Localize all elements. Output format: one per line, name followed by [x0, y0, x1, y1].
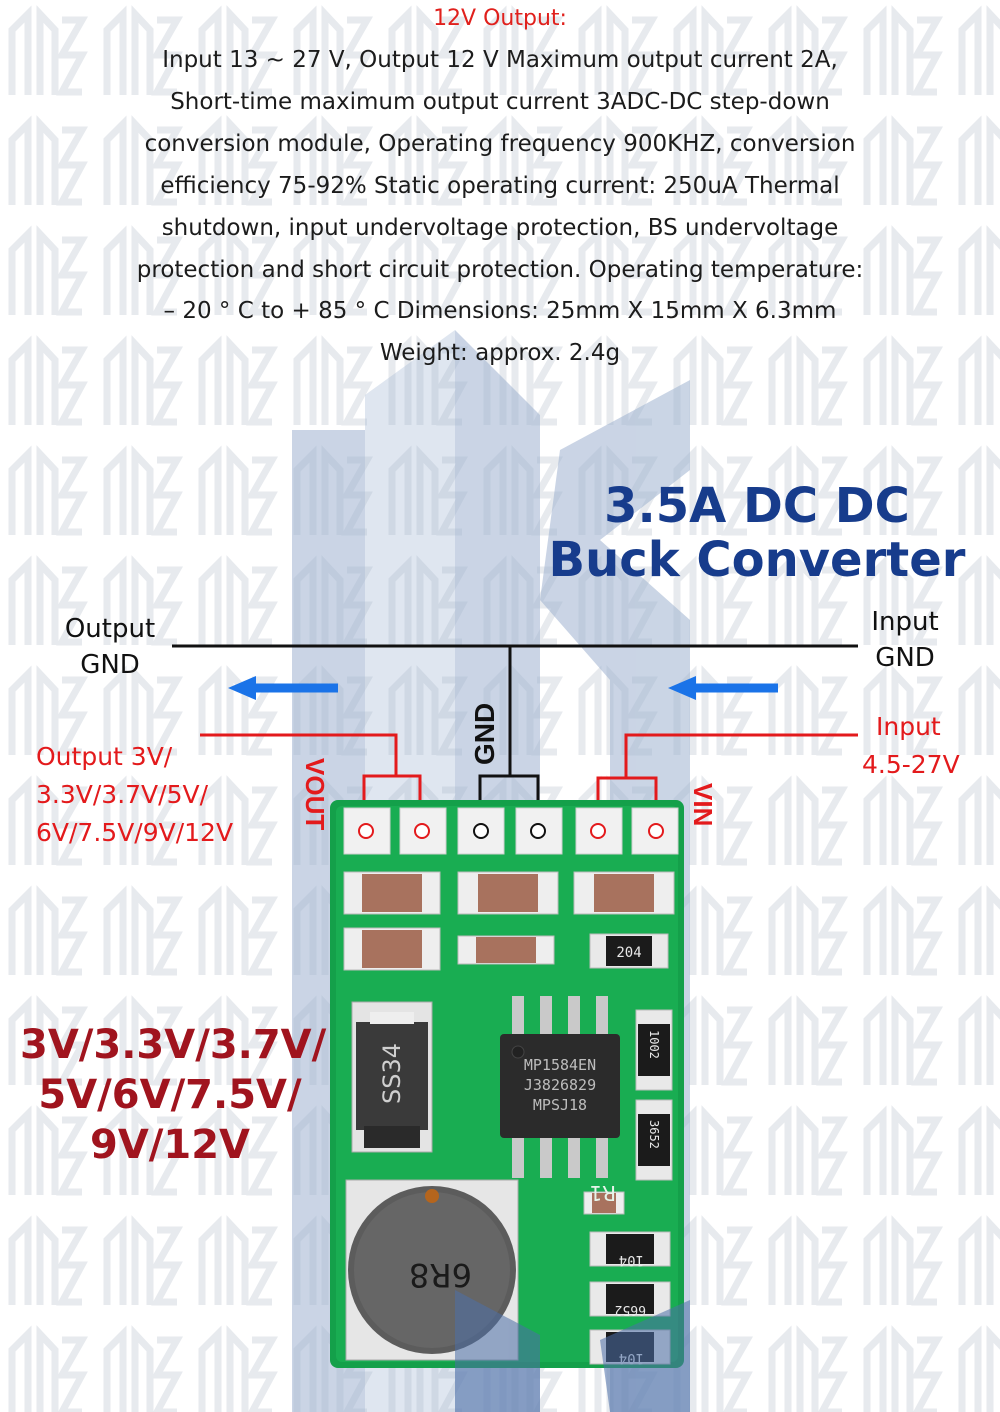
diode-marking: SS34: [378, 1043, 406, 1104]
output-voltage-label-line-2: 3.3V/3.7V/5V/: [36, 780, 208, 809]
inductor-marking: 6R8: [409, 1256, 472, 1294]
voltage-list-line-1: 3V/3.3V/3.7V/: [20, 1022, 327, 1068]
voltage-list-line-2: 5V/6V/7.5V/: [38, 1072, 302, 1118]
description-line-6: protection and short circuit protection.…: [136, 257, 864, 283]
output-voltage-label-line-1: Output 3V/: [36, 742, 173, 771]
resistor-1002-marking: 1002: [647, 1030, 661, 1059]
pin-dots-red: [358, 823, 664, 839]
description-line-7: – 20 ° C to + 85 ° C Dimensions: 25mm X …: [163, 298, 837, 324]
ic-marking-line-3: MPSJ18: [533, 1096, 587, 1114]
description-line-2: Short-time maximum output current 3ADC-D…: [170, 89, 830, 115]
ic-mp1584en: MP1584EN J3826829 MPSJ18: [500, 996, 620, 1178]
vin-label: VIN: [688, 783, 718, 826]
resistor-3652-marking: 3652: [647, 1120, 661, 1149]
resistor-104a-marking: 104: [619, 1252, 644, 1268]
description-line-4: efficiency 75-92% Static operating curre…: [160, 173, 840, 199]
output-gnd-label-line-2: GND: [80, 650, 140, 680]
input-range-label-line-2: 4.5-27V: [862, 750, 960, 779]
product-title-line-2: Buck Converter: [548, 532, 966, 588]
description-line-5: shutdown, input undervoltage protection,…: [161, 215, 839, 241]
description-line-3: conversion module, Operating frequency 9…: [144, 131, 856, 157]
description-title: 12V Output:: [433, 6, 567, 31]
capacitors: [343, 871, 675, 1215]
input-range-label-line-1: Input: [876, 712, 941, 741]
description-line-1: Input 13 ~ 27 V, Output 12 V Maximum out…: [162, 47, 838, 73]
input-arrow-icon: [668, 676, 778, 700]
input-gnd-label-line-1: Input: [871, 607, 939, 637]
description-line-8: Weight: approx. 2.4g: [379, 340, 621, 366]
output-voltage-label-line-3: 6V/7.5V/9V/12V: [36, 818, 234, 847]
output-arrow-icon: [228, 676, 338, 700]
resistor-204-marking: 204: [616, 945, 641, 961]
gnd-vertical-label: GND: [469, 703, 500, 765]
input-gnd-label-line-2: GND: [875, 643, 935, 673]
output-gnd-label-line-1: Output: [64, 614, 156, 644]
vout-label: VOUT: [300, 758, 330, 830]
resistor-6652-marking: 6652: [615, 1302, 646, 1317]
ic-marking-line-1: MP1584EN: [524, 1056, 596, 1074]
pin-dots-black: [473, 823, 546, 839]
vout-wire: [200, 733, 398, 776]
product-title-line-1: 3.5A DC DC: [604, 478, 910, 534]
voltage-list-line-3: 9V/12V: [89, 1122, 251, 1168]
ic-marking-line-2: J3826829: [524, 1076, 596, 1094]
r1-silkscreen: R1: [589, 1181, 616, 1205]
diode-ss34: SS34: [351, 1001, 433, 1153]
logo-overlay: [455, 1290, 690, 1412]
vin-wire: [624, 733, 858, 778]
